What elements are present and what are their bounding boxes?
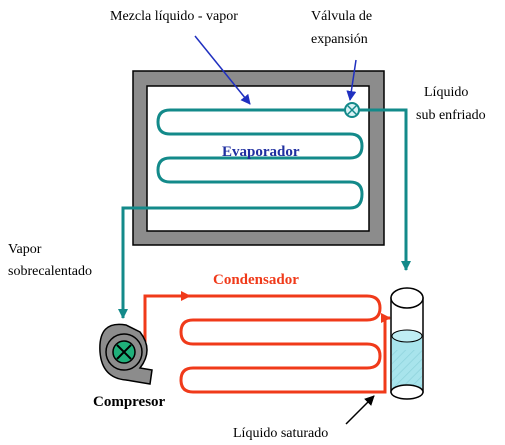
saturated-pointer-arrow xyxy=(345,395,375,425)
evaporator-coil xyxy=(156,108,364,210)
mixture-label: Mezcla líquido - vapor xyxy=(110,9,238,24)
vapor-label-line1: Vapor xyxy=(8,242,42,257)
vapor-label-line2: sobrecalentado xyxy=(8,264,92,279)
saturated-liquid-line xyxy=(380,313,391,394)
expansion-valve-icon xyxy=(344,102,360,118)
subcooled-liquid-line xyxy=(359,108,411,271)
compressor-label: Compresor xyxy=(93,394,166,410)
compressor-icon xyxy=(99,323,153,385)
valve-pointer-arrow xyxy=(346,59,357,101)
superheated-vapor-line xyxy=(118,206,165,319)
receiver-tank xyxy=(390,287,424,400)
condenser-coil xyxy=(143,291,191,342)
valve-label-line2: expansión xyxy=(311,32,368,47)
subcooled-label-line1: Líquido xyxy=(424,85,468,100)
condenser-serpentine xyxy=(179,294,382,394)
evaporator-label: Evaporador xyxy=(222,144,300,160)
saturated-label: Líquido saturado xyxy=(233,426,328,441)
mixture-pointer-arrow xyxy=(194,35,251,105)
condenser-label: Condensador xyxy=(213,272,299,288)
valve-label-line1: Válvula de xyxy=(311,9,372,24)
subcooled-label-line2: sub enfriado xyxy=(416,108,486,123)
